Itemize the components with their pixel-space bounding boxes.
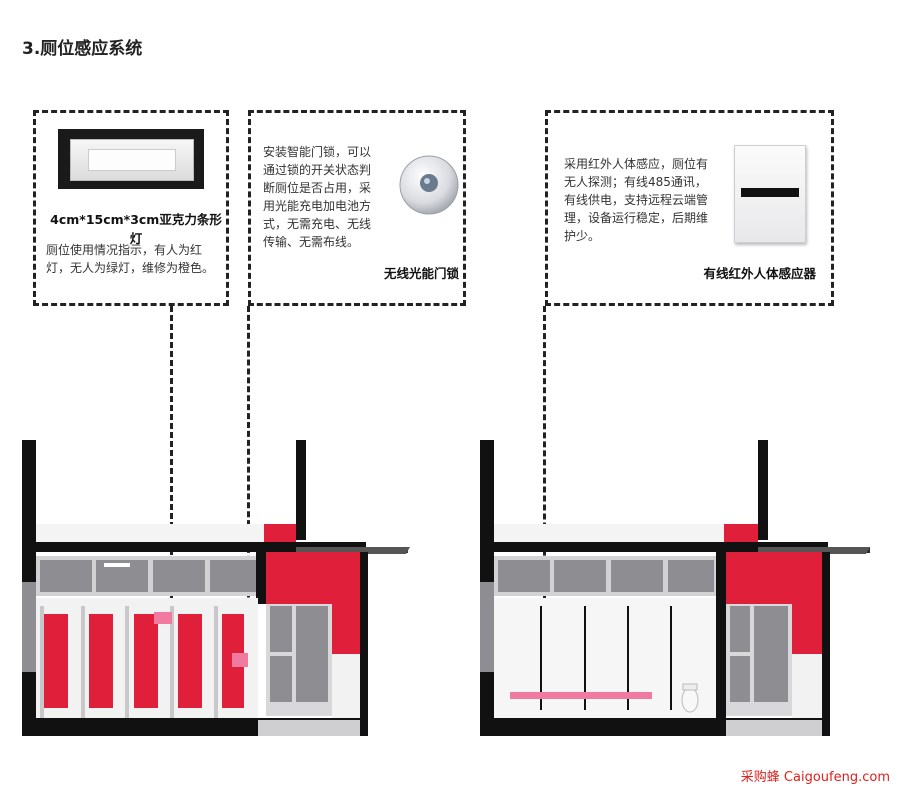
infrared-sensor-image [734, 145, 806, 243]
sensor-desc-line-2: 无人探测；有线485通讯， [564, 175, 707, 189]
page-title: 3.厕位感应系统 [22, 39, 143, 59]
lock-desc-line-6: 传输、无需布线。 [263, 235, 360, 249]
sensor-connector-line [543, 306, 546, 700]
sensor-caption: 有线红外人体感应器 [703, 266, 816, 281]
sensor-desc-line-5: 护少。 [564, 229, 601, 243]
solar-door-lock-image [399, 155, 459, 215]
light-connector-line [170, 306, 173, 618]
lock-desc-line-4: 用光能充电加电池方 [263, 199, 372, 213]
light-desc-line-1: 厕位使用情况指示，有人为红 [46, 243, 203, 257]
lock-connector-line [247, 306, 250, 660]
lock-desc-line-2: 通过锁的开关状态判 [263, 163, 372, 177]
lock-info-card: 安装智能门锁，可以 通过锁的开关状态判 断厕位是否占用，采 用光能充电加电池方 … [248, 110, 466, 306]
sensor-description: 采用红外人体感应，厕位有 无人探测；有线485通讯， 有线供电，支持远程云端管 … [564, 155, 734, 245]
sensor-info-card: 采用红外人体感应，厕位有 无人探测；有线485通讯， 有线供电，支持远程云端管 … [545, 110, 834, 306]
lock-caption: 无线光能门锁 [383, 266, 459, 281]
sensor-desc-line-3: 有线供电，支持远程云端管 [564, 193, 709, 207]
sensor-desc-line-1: 采用红外人体感应，厕位有 [564, 157, 709, 171]
lock-description: 安装智能门锁，可以 通过锁的开关状态判 断厕位是否占用，采 用光能充电加电池方 … [263, 143, 387, 251]
light-info-card: 4cm*15cm*3cm亚克力条形灯 厕位使用情况指示，有人为红 灯，无人为绿灯… [33, 110, 229, 306]
lock-desc-line-3: 断厕位是否占用，采 [263, 181, 372, 195]
lock-desc-line-5: 式，无需充电、无线 [263, 217, 372, 231]
lock-desc-line-1: 安装智能门锁，可以 [263, 145, 372, 159]
sensor-desc-line-4: 理，设备运行稳定，后期维 [564, 211, 709, 225]
light-desc-line-2: 灯，无人为绿灯，维修为橙色。 [46, 261, 215, 275]
light-description: 厕位使用情况指示，有人为红 灯，无人为绿灯，维修为橙色。 [46, 241, 226, 277]
acrylic-strip-light-image [58, 129, 204, 189]
light-caption: 4cm*15cm*3cm亚克力条形灯 [50, 212, 222, 246]
watermark-text: 采购蜂 Caigoufeng.com [740, 770, 890, 785]
